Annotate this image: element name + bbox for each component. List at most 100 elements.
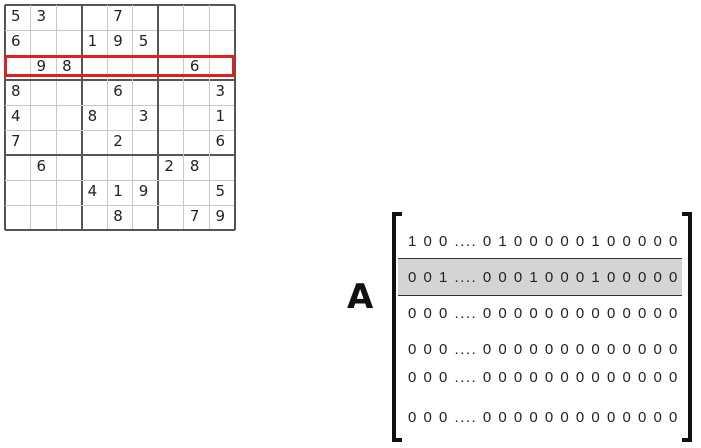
matrix-row: 0 0 0 .... 0 0 0 0 0 0 0 0 0 0 0 0 0 xyxy=(408,368,679,386)
sudoku-cell: 6 xyxy=(189,57,200,75)
sudoku-cell xyxy=(133,5,159,30)
sudoku-cell xyxy=(184,80,210,105)
grid-line-vertical xyxy=(208,5,210,230)
grid-line-vertical xyxy=(234,5,236,230)
matrix-row-highlighted: 0 0 1 .... 0 0 0 1 0 0 0 1 0 0 0 0 0 xyxy=(398,258,682,296)
sudoku-cell: 6 xyxy=(11,32,21,50)
sudoku-cell xyxy=(82,80,108,105)
sudoku-cell xyxy=(31,205,57,230)
sudoku-cell xyxy=(209,30,235,55)
sudoku-cell xyxy=(133,205,159,230)
matrix-right-bracket xyxy=(682,212,692,442)
sudoku-cell xyxy=(56,130,82,155)
grid-line-vertical xyxy=(4,5,6,230)
sudoku-cell xyxy=(31,80,57,105)
sudoku-cell xyxy=(158,5,184,30)
grid-line-vertical xyxy=(80,5,83,230)
sudoku-cell: 6 xyxy=(215,132,225,150)
sudoku-cell: 7 xyxy=(113,7,123,25)
sudoku-cell: 6 xyxy=(36,157,47,175)
sudoku-row-highlight xyxy=(4,55,235,77)
grid-line-horizontal xyxy=(5,229,235,231)
sudoku-cell xyxy=(56,30,82,55)
sudoku-cell: 7 xyxy=(189,207,200,225)
sudoku-cell: 8 xyxy=(11,82,21,100)
sudoku-cell xyxy=(133,155,159,180)
sudoku-cell: 9 xyxy=(113,32,123,50)
sudoku-cell xyxy=(158,130,184,155)
sudoku-cell xyxy=(133,130,159,155)
sudoku-cell xyxy=(158,205,184,230)
sudoku-cell xyxy=(31,180,57,205)
grid-line-vertical xyxy=(30,5,32,230)
sudoku-cell xyxy=(82,5,108,30)
grid-line-horizontal xyxy=(5,4,235,6)
sudoku-cell xyxy=(133,80,159,105)
sudoku-cell: 1 xyxy=(87,32,98,50)
grid-line-horizontal xyxy=(5,29,235,31)
matrix-a: 1 0 0 .... 0 1 0 0 0 0 0 1 0 0 0 0 0 0 0… xyxy=(392,212,692,442)
sudoku-cell xyxy=(158,105,184,130)
grid-line-horizontal xyxy=(5,179,235,181)
sudoku-cell xyxy=(107,155,133,180)
sudoku-cell: 9 xyxy=(36,57,47,75)
sudoku-cell: 8 xyxy=(87,107,98,125)
sudoku-cell: 5 xyxy=(215,182,225,200)
grid-line-horizontal xyxy=(5,79,235,81)
sudoku-cell xyxy=(56,105,82,130)
sudoku-cell: 9 xyxy=(138,182,149,200)
grid-line-vertical xyxy=(183,5,185,230)
sudoku-cell xyxy=(107,105,133,130)
sudoku-cell: 5 xyxy=(138,32,149,50)
sudoku-cell xyxy=(158,80,184,105)
sudoku-cell xyxy=(5,180,31,205)
sudoku-cell: 3 xyxy=(138,107,149,125)
matrix-row: 0 0 0 .... 0 0 0 0 0 0 0 0 0 0 0 0 0 xyxy=(408,408,679,426)
sudoku-cell xyxy=(82,155,108,180)
sudoku-cell xyxy=(184,30,210,55)
sudoku-cell xyxy=(82,205,108,230)
sudoku-cell: 5 xyxy=(11,7,21,25)
grid-line-horizontal xyxy=(5,104,235,106)
matrix-label: A xyxy=(347,277,374,317)
sudoku-cell xyxy=(56,155,82,180)
sudoku-cell xyxy=(184,105,210,130)
sudoku-cell: 6 xyxy=(113,82,123,100)
sudoku-cell: 4 xyxy=(11,107,21,125)
sudoku-cell: 7 xyxy=(11,132,21,150)
grid-line-horizontal xyxy=(5,204,235,206)
sudoku-cell xyxy=(184,130,210,155)
sudoku-cell: 2 xyxy=(164,157,174,175)
sudoku-cell xyxy=(5,205,31,230)
sudoku-cell: 1 xyxy=(113,182,123,200)
grid-line-horizontal xyxy=(5,154,235,156)
sudoku-cell xyxy=(31,130,57,155)
sudoku-cell xyxy=(56,205,82,230)
sudoku-cell xyxy=(184,5,210,30)
grid-line-vertical xyxy=(106,5,108,230)
sudoku-cell: 8 xyxy=(189,157,200,175)
grid-line-horizontal xyxy=(5,129,235,131)
sudoku-cell xyxy=(158,30,184,55)
sudoku-cell xyxy=(184,180,210,205)
matrix-row: 0 0 0 .... 0 0 0 0 0 0 0 0 0 0 0 0 0 xyxy=(408,340,679,358)
sudoku-cell: 1 xyxy=(215,107,225,125)
matrix-row: 1 0 0 .... 0 1 0 0 0 0 0 1 0 0 0 0 0 xyxy=(408,232,679,250)
sudoku-cell xyxy=(31,30,57,55)
sudoku-cell: 3 xyxy=(215,82,225,100)
sudoku-cell: 9 xyxy=(215,207,225,225)
sudoku-cell xyxy=(56,180,82,205)
grid-line-vertical xyxy=(55,5,57,230)
matrix-row: 0 0 0 .... 0 0 0 0 0 0 0 0 0 0 0 0 0 xyxy=(408,304,679,322)
sudoku-cell: 4 xyxy=(87,182,98,200)
grid-line-vertical xyxy=(157,5,160,230)
sudoku-cell: 2 xyxy=(113,132,123,150)
grid-line-vertical xyxy=(132,5,134,230)
sudoku-cell xyxy=(82,130,108,155)
sudoku-cell: 3 xyxy=(36,7,47,25)
matrix-left-bracket xyxy=(392,212,402,442)
sudoku-cell xyxy=(56,5,82,30)
sudoku-cell xyxy=(209,5,235,30)
sudoku-cell xyxy=(31,105,57,130)
